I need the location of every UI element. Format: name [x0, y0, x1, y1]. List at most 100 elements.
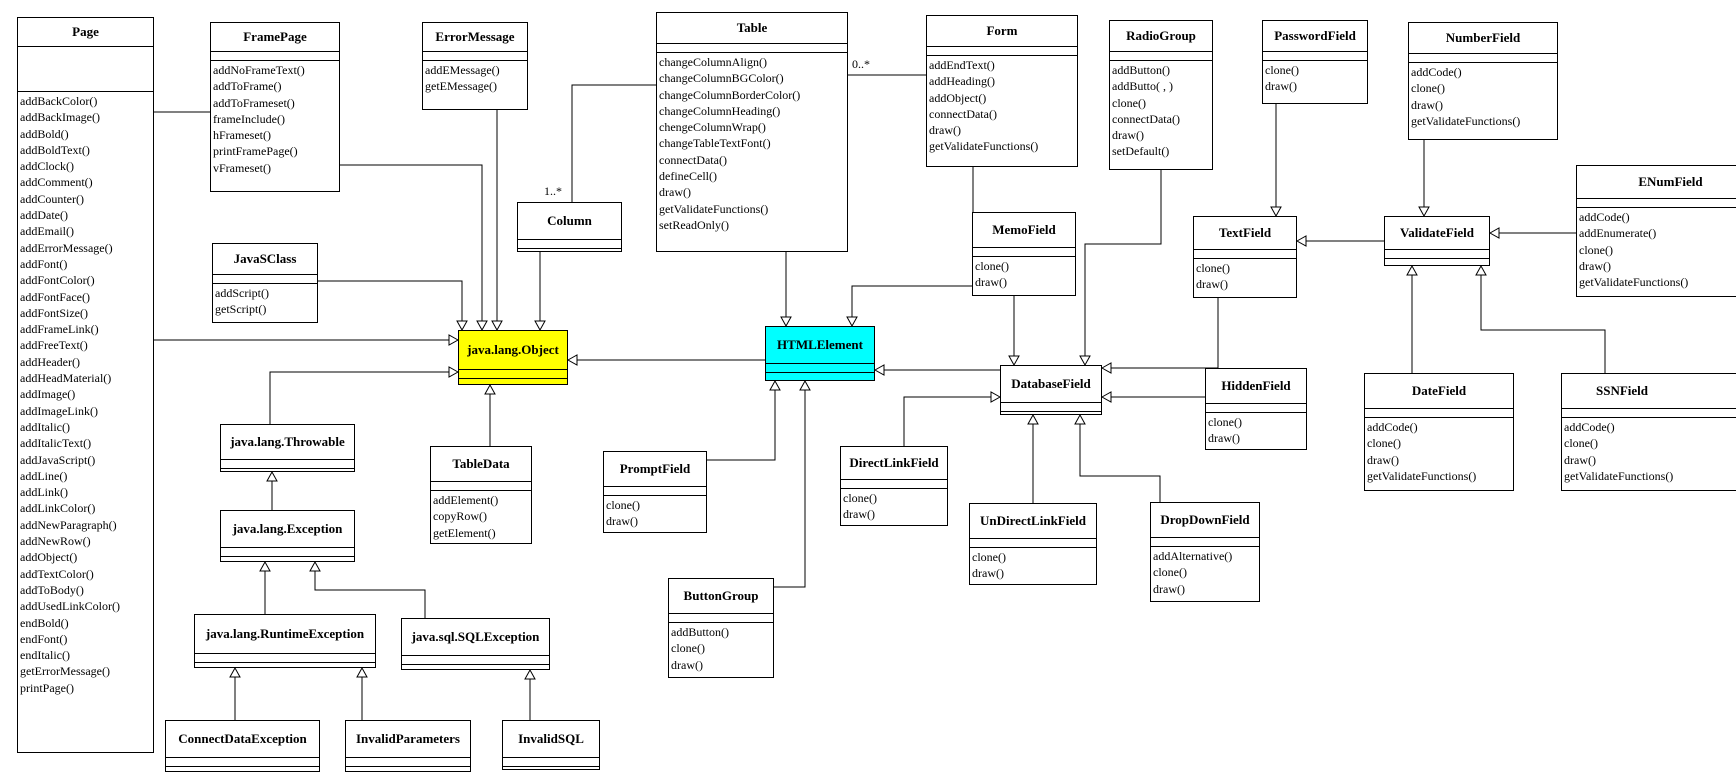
- class-errormessage[interactable]: ErrorMessage addEMessage()getEMessage(): [422, 22, 528, 110]
- ssnfield-to-validatefield: [1480, 266, 1606, 373]
- inheritance-arrowhead: [456, 320, 468, 332]
- class-page[interactable]: Page addBackColor()addBackImage()addBold…: [17, 17, 154, 753]
- method-list: addCode()clone()draw()getValidateFunctio…: [1409, 63, 1557, 131]
- class-javasclass[interactable]: JavaSClass addScript()getScript(): [212, 243, 318, 323]
- class-name: ConnectDataException: [166, 721, 319, 758]
- method-item: addItalic(): [20, 419, 70, 434]
- method-list: clone()draw(): [973, 257, 1075, 293]
- method-item: addJavaScript(): [20, 452, 96, 467]
- attribute-compartment: [657, 44, 847, 53]
- class-name: HTMLElement: [766, 327, 874, 364]
- class-tabledata[interactable]: TableData addElement()copyRow()getElemen…: [430, 446, 532, 544]
- class-java-lang-throwable[interactable]: java.lang.Throwable: [220, 424, 355, 472]
- method-item: addLinkColor(): [20, 501, 96, 516]
- class-table[interactable]: Table changeColumnAlign()changeColumnBGC…: [656, 12, 848, 252]
- class-databasefield[interactable]: DatabaseField: [1000, 365, 1102, 415]
- method-item: draw(): [843, 507, 875, 522]
- method-item: draw(): [1367, 452, 1399, 467]
- method-list: addNoFrameText()addToFrame()addToFramese…: [211, 61, 339, 178]
- method-list: clone()draw(): [970, 548, 1096, 584]
- class-promptfield[interactable]: PromptField clone()draw(): [603, 451, 707, 533]
- class-textfield[interactable]: TextField clone()draw(): [1193, 216, 1297, 298]
- attribute-compartment: [1562, 409, 1736, 418]
- method-item: printFramePage(): [213, 144, 298, 159]
- throwable-to-object: [269, 371, 458, 424]
- method-item: addButto( , ): [1112, 79, 1173, 94]
- class-radiogroup[interactable]: RadioGroup addButton()addButto( , )clone…: [1109, 20, 1213, 170]
- method-item: addNewRow(): [20, 534, 91, 549]
- inheritance-arrowhead: [799, 379, 811, 391]
- class-column[interactable]: Column: [517, 202, 622, 252]
- attribute-compartment: [1001, 403, 1101, 412]
- method-item: draw(): [659, 185, 691, 200]
- class-form[interactable]: Form addEndText()addHeading()addObject()…: [926, 15, 1078, 167]
- class-java-lang-exception[interactable]: java.lang.Exception: [220, 510, 355, 562]
- class-invalidsql[interactable]: InvalidSQL: [502, 720, 600, 770]
- method-item: addClock(): [20, 159, 74, 174]
- class-buttongroup[interactable]: ButtonGroup addButton()clone()draw(): [668, 578, 774, 678]
- javasclass-to-object: [318, 280, 463, 330]
- class-numberfield[interactable]: NumberField addCode()clone()draw()getVal…: [1408, 22, 1558, 140]
- inheritance-arrowhead: [356, 666, 368, 678]
- method-item: draw(): [671, 657, 703, 672]
- inheritance-arrowhead: [1488, 227, 1500, 239]
- class-dropdownfield[interactable]: DropDownField addAlternative()clone()dra…: [1150, 502, 1260, 602]
- method-item: getValidateFunctions(): [1564, 468, 1674, 483]
- inheritance-arrowhead: [259, 560, 271, 572]
- class-directlinkfield[interactable]: DirectLinkField clone()draw(): [840, 446, 948, 526]
- attribute-compartment: [841, 480, 947, 489]
- class-invalidparameters[interactable]: InvalidParameters: [345, 720, 471, 772]
- class-memofield[interactable]: MemoField clone()draw(): [972, 212, 1076, 296]
- table-column-association: [571, 84, 656, 202]
- method-item: addComment(): [20, 175, 93, 190]
- inheritance-arrowhead: [524, 668, 536, 680]
- method-item: addBoldText(): [20, 142, 90, 157]
- class-datefield[interactable]: DateField addCode()clone()draw()getValid…: [1364, 373, 1514, 491]
- class-java-lang-runtimeexception[interactable]: java.lang.RuntimeException: [194, 614, 376, 668]
- method-item: addCounter(): [20, 191, 84, 206]
- attribute-compartment: [766, 364, 874, 373]
- attribute-compartment: [1385, 250, 1489, 259]
- method-item: draw(): [1579, 258, 1611, 273]
- class-name: java.lang.Exception: [221, 511, 354, 548]
- class-connectdataexception[interactable]: ConnectDataException: [165, 720, 320, 772]
- method-item: printPage(): [20, 680, 74, 695]
- inheritance-arrowhead: [1475, 264, 1487, 276]
- class-passwordfield[interactable]: PasswordField clone()draw(): [1262, 20, 1368, 104]
- attribute-compartment: [346, 758, 470, 767]
- method-item: addCode(): [1411, 65, 1462, 79]
- inheritance-arrowhead: [484, 383, 496, 395]
- attribute-compartment: [973, 248, 1075, 257]
- class-enumfield[interactable]: ENumField addCode()addEnumerate()clone()…: [1576, 165, 1736, 297]
- class-hiddenfield[interactable]: HiddenField clone()draw(): [1205, 368, 1307, 450]
- method-item: addItalicText(): [20, 436, 92, 451]
- attribute-compartment: [1110, 52, 1212, 61]
- class-ssnfield[interactable]: SSNField addCode()clone()draw()getValida…: [1561, 373, 1736, 491]
- attribute-compartment: [1151, 538, 1259, 547]
- method-item: addImageLink(): [20, 403, 98, 418]
- class-framepage[interactable]: FramePage addNoFrameText()addToFrame()ad…: [210, 22, 340, 192]
- method-item: addAlternative(): [1153, 549, 1233, 563]
- class-name: PasswordField: [1263, 21, 1367, 52]
- buttongroup-to-htmlelement: [774, 381, 806, 588]
- class-name: FramePage: [211, 23, 339, 52]
- method-item: addHeader(): [20, 354, 80, 369]
- attribute-compartment: [1365, 409, 1513, 418]
- method-item: addFontSize(): [20, 305, 88, 320]
- inheritance-arrowhead: [1074, 413, 1086, 425]
- method-item: getValidateFunctions(): [1411, 113, 1521, 128]
- method-item: draw(): [1265, 79, 1297, 94]
- class-java-lang-object[interactable]: java.lang.Object: [458, 330, 568, 385]
- method-item: getEMessage(): [425, 79, 497, 94]
- method-item: addFreeText(): [20, 338, 88, 353]
- class-htmlelement[interactable]: HTMLElement: [765, 326, 875, 381]
- class-validatefield[interactable]: ValidateField: [1384, 216, 1490, 266]
- method-item: addImage(): [20, 387, 76, 402]
- method-list: addScript()getScript(): [213, 284, 317, 320]
- class-undirectlinkfield[interactable]: UnDirectLinkField clone()draw(): [969, 503, 1097, 585]
- class-name: PromptField: [604, 452, 706, 487]
- method-item: addButton(): [671, 625, 729, 639]
- method-item: addEmail(): [20, 224, 74, 239]
- class-java-sql-sqlexception[interactable]: java.sql.SQLException: [401, 618, 550, 670]
